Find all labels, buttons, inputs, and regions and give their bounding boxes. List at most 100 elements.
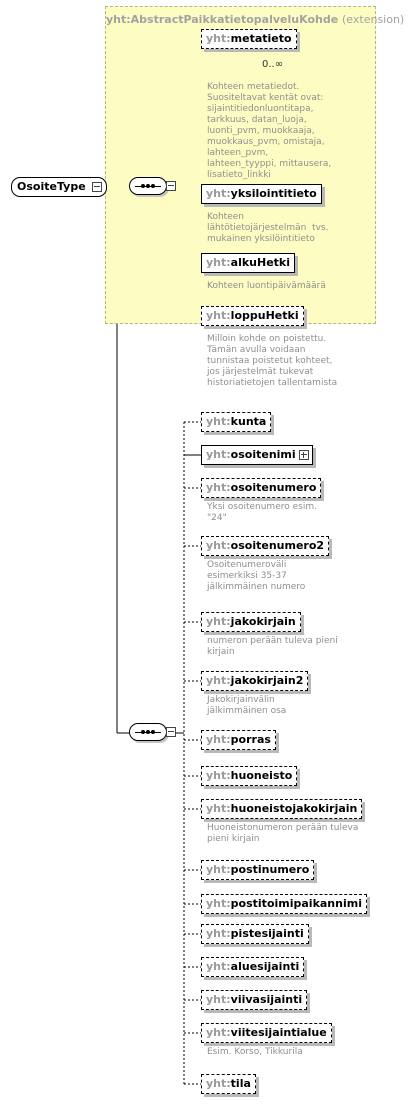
element-name: osoitenimi [230, 448, 296, 461]
documentation-line: tarkkuus, datan_luoja, [207, 115, 307, 125]
documentation-text: Yksi osoitenumero esim."24" [207, 502, 317, 524]
namespace-prefix: yht: [206, 187, 231, 200]
element-name: alkuHetki [230, 256, 291, 269]
namespace-prefix: yht: [206, 993, 231, 1006]
namespace-prefix: yht: [206, 539, 231, 552]
documentation-text: Esim. Korso, Tikkurila [207, 1047, 303, 1058]
namespace-prefix: yht: [206, 927, 231, 940]
element-huoneistojakokirjain[interactable]: yht:huoneistojakokirjain [201, 799, 363, 819]
documentation-text: Kohteen metatiedot.Suositeltavat kentät … [207, 82, 331, 181]
documentation-line: jälkimmäinen numero [207, 582, 306, 592]
root-type-node[interactable]: OsoiteType [11, 177, 107, 197]
element-kunta[interactable]: yht:kunta [201, 412, 272, 432]
documentation-line: Jakokirjainvälin [207, 695, 275, 705]
element-pistesijainti[interactable]: yht:pistesijainti [201, 924, 309, 944]
element-tila[interactable]: yht:tila [201, 1074, 256, 1094]
element-postinumero[interactable]: yht:postinumero [201, 860, 315, 880]
element-osoitenimi[interactable]: yht:osoitenimi [201, 445, 313, 465]
documentation-text: Kohteen luontipäivämäärä [207, 281, 326, 292]
namespace-prefix: yht: [206, 733, 231, 746]
element-name: porras [230, 733, 271, 746]
sequence-compositor-main[interactable] [129, 723, 167, 741]
documentation-line: jos järjestelmät tukevat [207, 367, 314, 377]
element-name: jakokirjain [230, 615, 296, 628]
element-name: viitesijaintialue [230, 1026, 327, 1039]
element-huoneisto[interactable]: yht:huoneisto [201, 766, 298, 786]
element-porras[interactable]: yht:porras [201, 730, 276, 750]
documentation-line: numeron perään tuleva pieni [207, 636, 338, 646]
sequence-icon [141, 184, 155, 188]
element-postitoimipaikannimi[interactable]: yht:postitoimipaikannimi [201, 894, 367, 914]
element-metatieto[interactable]: yht:metatieto [201, 29, 297, 49]
element-osoitenumero2[interactable]: yht:osoitenumero2 [201, 536, 330, 556]
documentation-line: muokkaus_pvm, omistaja, [207, 137, 325, 147]
extension-title: yht:AbstractPaikkatietopalveluKohde (ext… [106, 13, 405, 26]
namespace-prefix: yht: [206, 615, 231, 628]
documentation-line: lähtötietojärjestelmän tvs. [207, 223, 329, 233]
namespace-prefix: yht: [206, 32, 231, 45]
element-name: osoitenumero [230, 481, 317, 494]
documentation-line: "24" [207, 513, 227, 523]
element-osoitenumero[interactable]: yht:osoitenumero [201, 478, 322, 498]
documentation-line: Esim. Korso, Tikkurila [207, 1047, 303, 1057]
documentation-line: kirjain [207, 647, 235, 657]
namespace-prefix: yht: [206, 960, 231, 973]
occurrence-label: 0..∞ [262, 59, 284, 70]
documentation-line: Kohteen luontipäivämäärä [207, 281, 326, 291]
documentation-line: Kohteen metatiedot. [207, 82, 300, 92]
namespace-prefix: yht: [206, 1026, 231, 1039]
sequence-icon [141, 730, 155, 734]
documentation-text: Milloin kohde on poistettu.Tämän avulla … [207, 334, 337, 389]
element-yksilointitieto[interactable]: yht:yksilointitieto [201, 184, 322, 204]
element-name: pistesijainti [230, 927, 304, 940]
documentation-line: lahteen_pvm, [207, 148, 269, 158]
element-name: tila [230, 1077, 251, 1090]
namespace-prefix: yht: [206, 309, 231, 322]
element-viivasijainti[interactable]: yht:viivasijainti [201, 990, 308, 1010]
element-jakokirjain[interactable]: yht:jakokirjain [201, 612, 301, 632]
element-name: postinumero [230, 863, 310, 876]
element-viitesijaintialue[interactable]: yht:viitesijaintialue [201, 1023, 332, 1043]
root-type-name: OsoiteType [17, 180, 86, 193]
documentation-line: Kohteen [207, 212, 244, 222]
element-name: yksilointitieto [230, 187, 317, 200]
element-name: osoitenumero2 [230, 539, 325, 552]
namespace-prefix: yht: [206, 897, 231, 910]
sequence-compositor-top[interactable] [129, 177, 167, 195]
namespace-prefix: yht: [206, 256, 231, 269]
namespace-prefix: yht: [206, 448, 231, 461]
documentation-line: lisatieto_linkki [207, 170, 271, 180]
element-alkuhetki[interactable]: yht:alkuHetki [201, 253, 296, 273]
documentation-line: Suositeltavat kentät ovat: [207, 93, 324, 103]
element-name: jakokirjain2 [230, 674, 304, 687]
collapse-icon[interactable] [166, 727, 176, 737]
element-name: kunta [230, 415, 267, 428]
element-name: loppuHetki [230, 309, 299, 322]
documentation-line: pieni kirjain [207, 834, 260, 844]
namespace-prefix: yht: [206, 769, 231, 782]
documentation-line: esimerkiksi 35-37 [207, 571, 287, 581]
namespace-prefix: yht: [206, 415, 231, 428]
element-aluesijainti[interactable]: yht:aluesijainti [201, 957, 305, 977]
documentation-line: lahteen_tyyppi, mittausera, [207, 159, 332, 169]
documentation-line: Huoneistonumeron perään tuleva [207, 823, 359, 833]
collapse-icon[interactable] [91, 182, 102, 192]
element-name: huoneistojakokirjain [230, 802, 358, 815]
element-loppuhetki[interactable]: yht:loppuHetki [201, 306, 304, 326]
documentation-line: luonti_pvm, muokkaaja, [207, 126, 315, 136]
expand-icon[interactable] [298, 450, 309, 460]
namespace-prefix: yht: [206, 674, 231, 687]
namespace-prefix: yht: [206, 863, 231, 876]
documentation-line: Tämän avulla voidaan [207, 345, 306, 355]
element-name: metatieto [230, 32, 292, 45]
namespace-prefix: yht: [206, 481, 231, 494]
collapse-icon[interactable] [166, 181, 176, 191]
element-jakokirjain2[interactable]: yht:jakokirjain2 [201, 671, 309, 691]
documentation-line: sijaintitiedonluontitapa, [207, 104, 314, 114]
documentation-line: Milloin kohde on poistettu. [207, 334, 327, 344]
element-name: huoneisto [230, 769, 293, 782]
